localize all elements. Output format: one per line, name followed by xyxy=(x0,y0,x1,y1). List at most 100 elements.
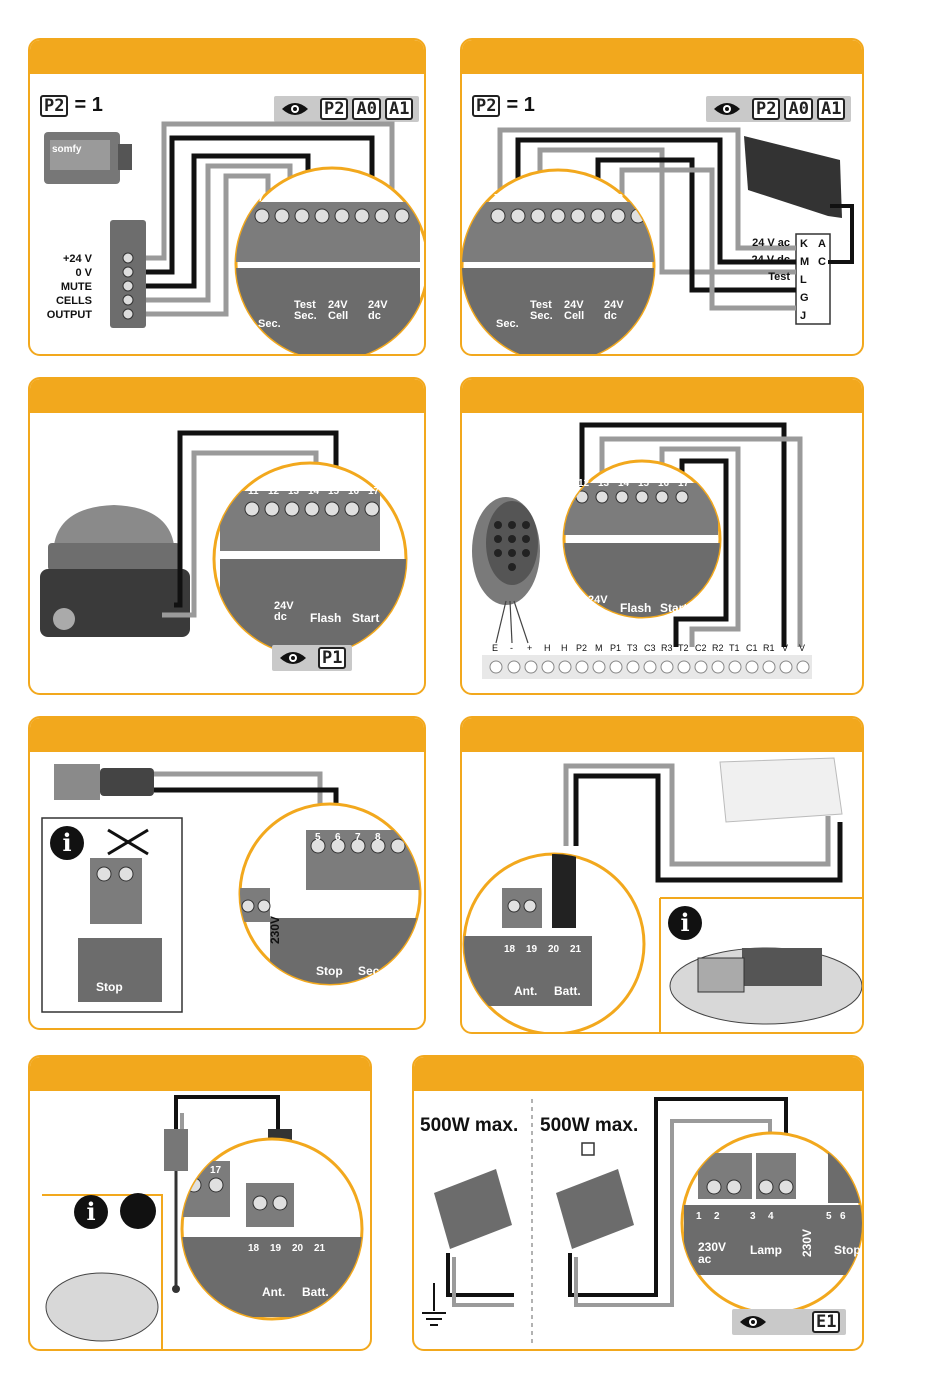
terminal-number: 20 xyxy=(292,1243,304,1254)
terminal-number: 17 xyxy=(368,486,380,497)
battery-pack xyxy=(719,757,843,823)
voltage-label: 230V xyxy=(800,1228,814,1257)
info-icon: i xyxy=(668,906,702,940)
terminal-number: 7 xyxy=(258,193,264,204)
terminal-label: MUTE xyxy=(60,281,92,293)
func-label-flash: Flash xyxy=(620,601,652,615)
disposal-icon xyxy=(120,1193,156,1229)
func-label-24v-dc: 24V dc xyxy=(604,299,624,322)
terminal-number: 21 xyxy=(570,944,582,955)
floodlight-left xyxy=(434,1169,512,1249)
terminal-number: 16 xyxy=(190,1165,202,1176)
strip-label: C2 xyxy=(695,643,707,653)
panel-header xyxy=(462,718,862,752)
strip-label: T3 xyxy=(627,643,638,653)
terminal-label: +24 V xyxy=(62,253,92,265)
terminal-number: 13 xyxy=(612,193,624,204)
antenna-diagram xyxy=(42,1095,364,1349)
terminal-number: 9 xyxy=(298,193,304,204)
terminal-number: 15 xyxy=(638,478,650,489)
func-label-flash: Flash xyxy=(310,611,342,625)
panel-header xyxy=(30,379,424,413)
terminal-number: 17 xyxy=(210,1165,222,1176)
terminal-number: 13 xyxy=(598,478,610,489)
watt-label-left: 500W max. xyxy=(420,1115,519,1136)
strip-label: C3 xyxy=(644,643,656,653)
terminal-number: 11 xyxy=(336,193,347,204)
terminal-number: 19 xyxy=(526,944,538,955)
strip-label: P1 xyxy=(610,643,622,653)
terminal-number: 11 xyxy=(248,486,259,497)
edge-letter: G xyxy=(800,292,809,304)
safety-edge-diagram xyxy=(462,127,854,354)
flash-diagram xyxy=(40,430,408,657)
eye-icon xyxy=(282,103,308,115)
device-brand: somfy xyxy=(52,144,82,155)
edge-label: Test xyxy=(768,271,790,283)
flashing-light xyxy=(54,505,174,545)
panel-lamp-wiring: 500W max. 500W max. 1 2 3 4 5 6 230V ac … xyxy=(412,1055,864,1351)
panel-header xyxy=(414,1057,862,1091)
terminal-number: 16 xyxy=(658,478,670,489)
code-display: P2 xyxy=(752,98,781,120)
strip-label: R2 xyxy=(712,643,724,653)
connection-block xyxy=(795,233,831,325)
strip-labels: E - + H H P2 M P1 T3 C3 R3 T2 C2 R2 T1 C… xyxy=(486,643,816,655)
terminal-number: 13 xyxy=(288,486,300,497)
panel-battery-wiring: i 18 19 20 21 Ant. Batt. xyxy=(460,716,864,1034)
panel-header xyxy=(30,718,424,752)
terminal-number: 13 xyxy=(376,193,388,204)
code-display: E1 xyxy=(812,1311,841,1333)
eye-icon xyxy=(280,652,306,664)
edge-letter: L xyxy=(800,274,807,286)
edge-letter: C xyxy=(818,256,826,268)
panel-header xyxy=(30,40,424,74)
func-label-ant: Ant. xyxy=(262,1285,286,1299)
func-label-batt: Batt. xyxy=(554,984,581,998)
strip-label: T1 xyxy=(729,643,740,653)
strip-label: P2 xyxy=(576,643,588,653)
panel-stop-wiring: i 5 6 7 8 230V Stop Sec. Stop xyxy=(28,716,426,1030)
edge-letter: J xyxy=(800,310,807,322)
terminal-number: 18 xyxy=(248,1243,260,1254)
info-icon: i xyxy=(74,1195,108,1229)
func-label-start: Start xyxy=(660,601,688,615)
func-label-test-sec: Test Sec. xyxy=(294,299,317,322)
code-display: A0 xyxy=(352,98,381,120)
func-label-stop: Stop xyxy=(834,1243,861,1257)
terminal-number: 14 xyxy=(618,478,630,489)
lamp-diagram xyxy=(422,1097,862,1347)
terminal-number: 12 xyxy=(268,486,280,497)
terminal-label: 0 V xyxy=(75,267,92,279)
terminal-number: 15 xyxy=(328,486,340,497)
param-p2-setting: P2 = 1 xyxy=(40,94,103,117)
edge-letter: K xyxy=(800,238,808,250)
terminal-number: 19 xyxy=(270,1243,282,1254)
func-label-ant: Ant. xyxy=(514,984,538,998)
eye-icon xyxy=(740,1316,766,1328)
inset-label-stop: Stop xyxy=(96,980,123,994)
func-label-stop: Stop xyxy=(316,964,343,978)
terminal-number: 11 xyxy=(572,193,583,204)
terminal-number: 21 xyxy=(314,1243,326,1254)
terminal-number: 18 xyxy=(504,944,516,955)
safety-edge-profile xyxy=(744,136,842,218)
terminal-number: 12 xyxy=(578,478,590,489)
edge-letter: A xyxy=(818,238,826,250)
strip-label: M xyxy=(595,643,603,653)
strip-label: H xyxy=(544,643,551,653)
voltage-label: 230V xyxy=(268,915,282,944)
strip-label: - xyxy=(510,643,513,653)
terminal-number: 12 xyxy=(356,193,368,204)
func-label-lamp: Lamp xyxy=(750,1243,783,1257)
stop-diagram xyxy=(41,764,422,1013)
panel-header xyxy=(462,379,862,413)
panel-antenna-wiring: i 16 17 18 19 20 21 Ant. Batt. xyxy=(28,1055,372,1351)
func-label-24v-dc: 24V dc xyxy=(274,600,294,623)
terminal-label: OUTPUT xyxy=(46,309,92,321)
eye-check-box: P2 A0 A1 xyxy=(274,96,420,122)
strip-label: R3 xyxy=(661,643,673,653)
param-p2-display: P2 xyxy=(40,94,69,117)
panel-header xyxy=(462,40,862,74)
func-label-24v-dc: 24V dc xyxy=(368,299,388,322)
